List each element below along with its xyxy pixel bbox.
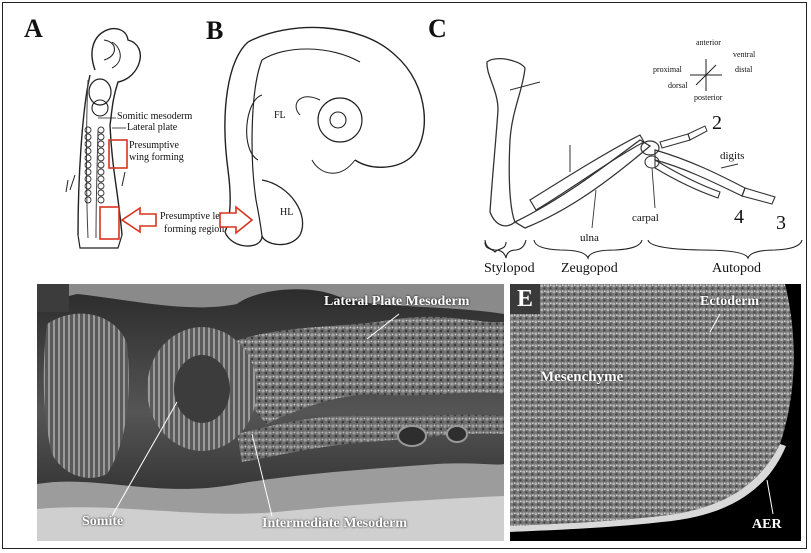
sem-e-texture bbox=[510, 284, 801, 541]
label-intermediate-mesoderm: Intermediate Mesoderm bbox=[262, 516, 407, 532]
label-digit-3: 3 bbox=[776, 212, 786, 235]
label-somite: Somite bbox=[82, 514, 123, 530]
label-carpal: carpal bbox=[632, 212, 659, 224]
label-lateral-plate-mesoderm: Lateral Plate Mesoderm bbox=[324, 294, 469, 310]
label-digit-4: 4 bbox=[734, 206, 744, 229]
label-digit-2: 2 bbox=[712, 112, 722, 135]
label-zeugopod: Zeugopod bbox=[561, 261, 618, 277]
sem-d-texture bbox=[37, 284, 504, 541]
panel-e-letter: E bbox=[510, 284, 540, 314]
sem-image-e: E Ectoderm Mesenchyme AER bbox=[510, 284, 801, 541]
label-ectoderm: Ectoderm bbox=[700, 294, 759, 310]
panel-d-letter-box bbox=[37, 284, 69, 312]
label-ulna: ulna bbox=[580, 232, 599, 244]
label-stylopod: Stylopod bbox=[484, 261, 535, 277]
label-autopod: Autopod bbox=[712, 261, 761, 277]
label-digits: digits bbox=[720, 150, 744, 162]
sem-image-d: Lateral Plate Mesoderm Somite Intermedia… bbox=[37, 284, 504, 541]
label-aer: AER bbox=[752, 517, 782, 533]
label-mesenchyme: Mesenchyme bbox=[540, 369, 623, 386]
